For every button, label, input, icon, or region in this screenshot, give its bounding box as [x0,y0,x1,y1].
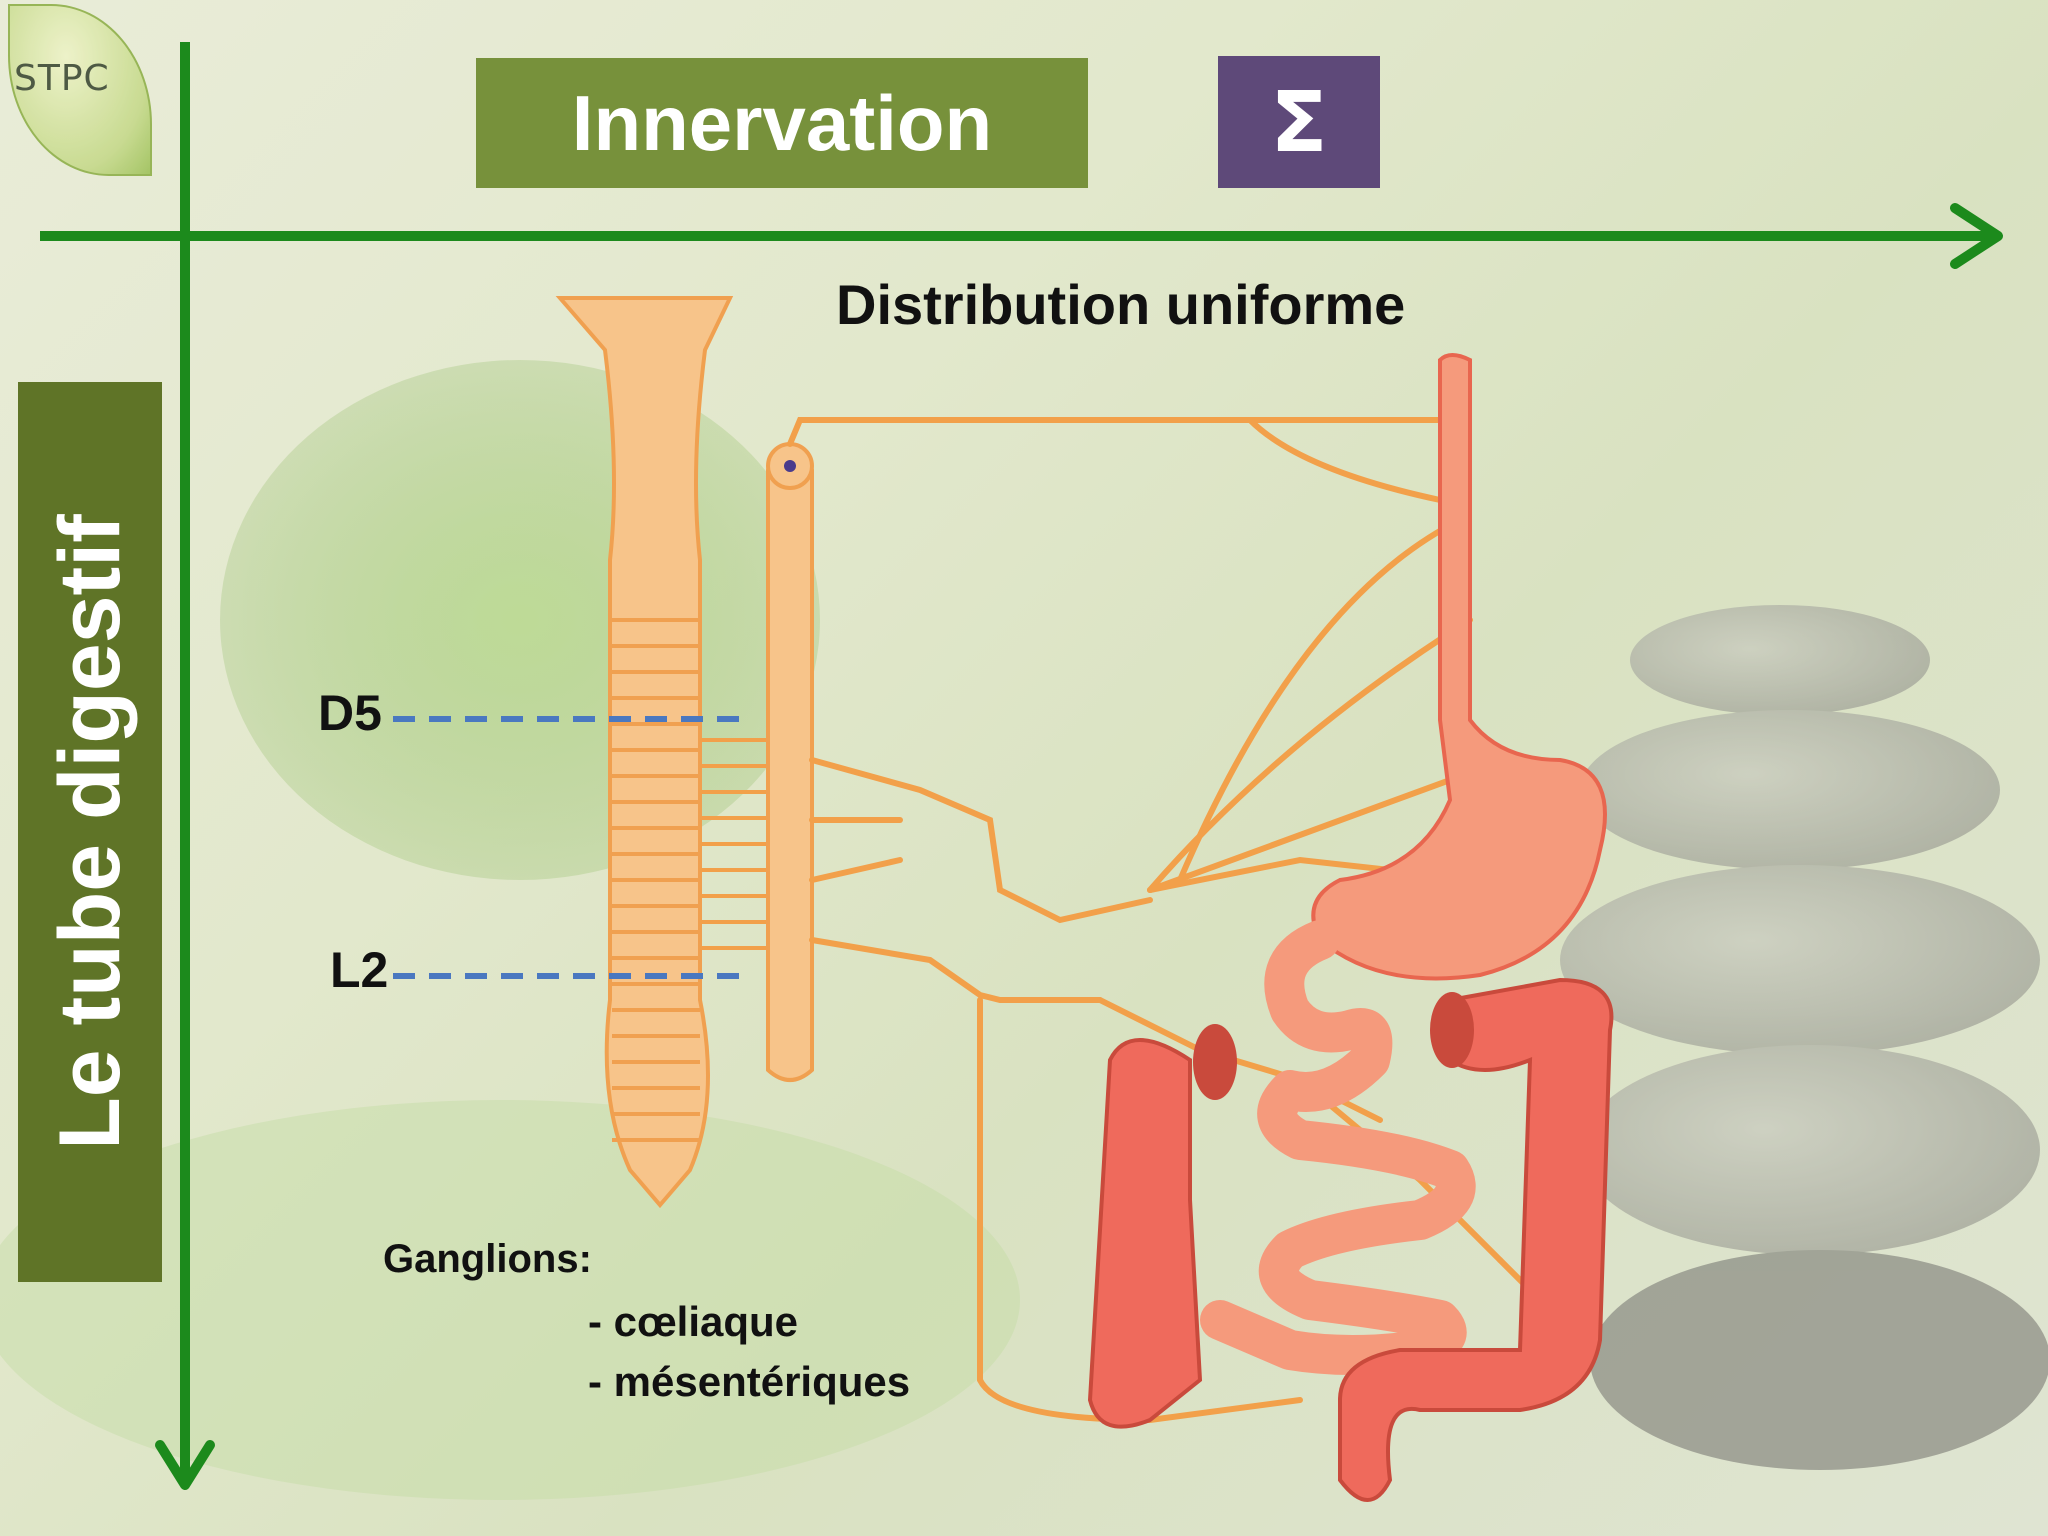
esophagus-stomach [1311,353,1607,981]
title-innervation: Innervation [476,58,1088,188]
axis-horizontal [40,203,2003,269]
level-label-d5: D5 [318,685,382,741]
distribution-label: Distribution uniforme [836,273,1406,336]
ganglions-title: Ganglions: [383,1237,592,1281]
axis-vertical [155,42,215,1490]
side-label-box [18,382,162,1282]
spinal-cord [766,442,814,1082]
water-decoration [0,1100,1020,1500]
level-label-l2: L2 [330,942,389,998]
sigma-button[interactable]: Σ [1218,56,1380,188]
ganglion-item-coeliaque: - cœliaque [588,1298,799,1345]
logo-text: STPC [14,58,110,99]
segment-lines [612,618,790,1142]
colon [1087,977,1614,1502]
stones-decoration [1560,605,2048,1470]
ganglion-item-mesenteriques: - mésentériques [588,1358,911,1405]
small-intestine [1200,920,1476,1375]
